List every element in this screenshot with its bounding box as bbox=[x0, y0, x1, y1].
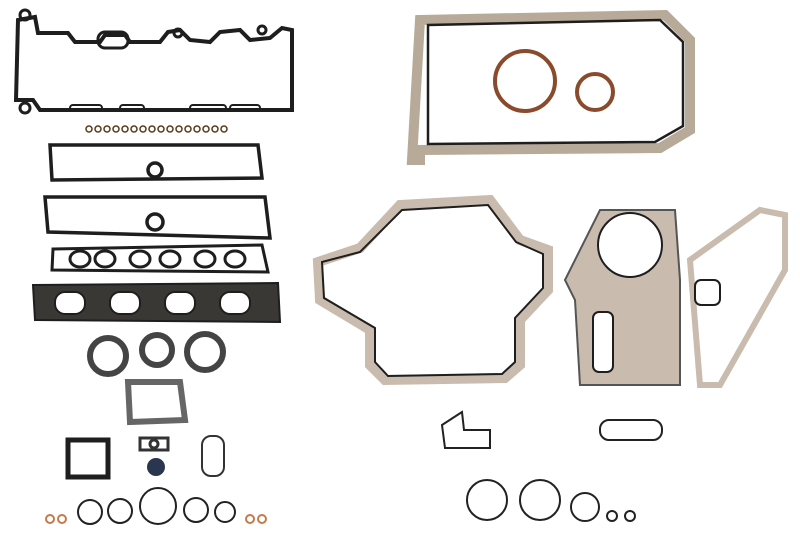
timing-cover-gasket bbox=[563, 209, 681, 386]
square-flange-gasket bbox=[65, 437, 111, 480]
o-rings-bottom-left bbox=[77, 487, 236, 525]
valve-stem-seal bbox=[147, 458, 165, 476]
oil-pan-gasket bbox=[406, 9, 695, 165]
small-o-rings-row bbox=[85, 125, 228, 133]
oval-gasket bbox=[201, 435, 225, 477]
timing-cover-side-gasket bbox=[686, 206, 788, 388]
intake-manifold-gasket bbox=[43, 143, 272, 240]
lower-oil-pan-gasket bbox=[312, 194, 553, 386]
o-rings-bottom-right bbox=[466, 479, 636, 522]
oil-cooler-gasket bbox=[599, 419, 663, 441]
small-flange-gasket bbox=[138, 436, 170, 452]
crankshaft-seals bbox=[493, 49, 615, 113]
copper-washers bbox=[45, 514, 267, 524]
valve-cover-gasket bbox=[13, 8, 294, 115]
round-seals bbox=[87, 331, 226, 377]
thermostat-gasket bbox=[440, 410, 491, 449]
turbo-flange-gasket bbox=[124, 379, 189, 426]
intake-port-gasket bbox=[50, 243, 270, 274]
exhaust-manifold-gasket bbox=[31, 281, 282, 324]
